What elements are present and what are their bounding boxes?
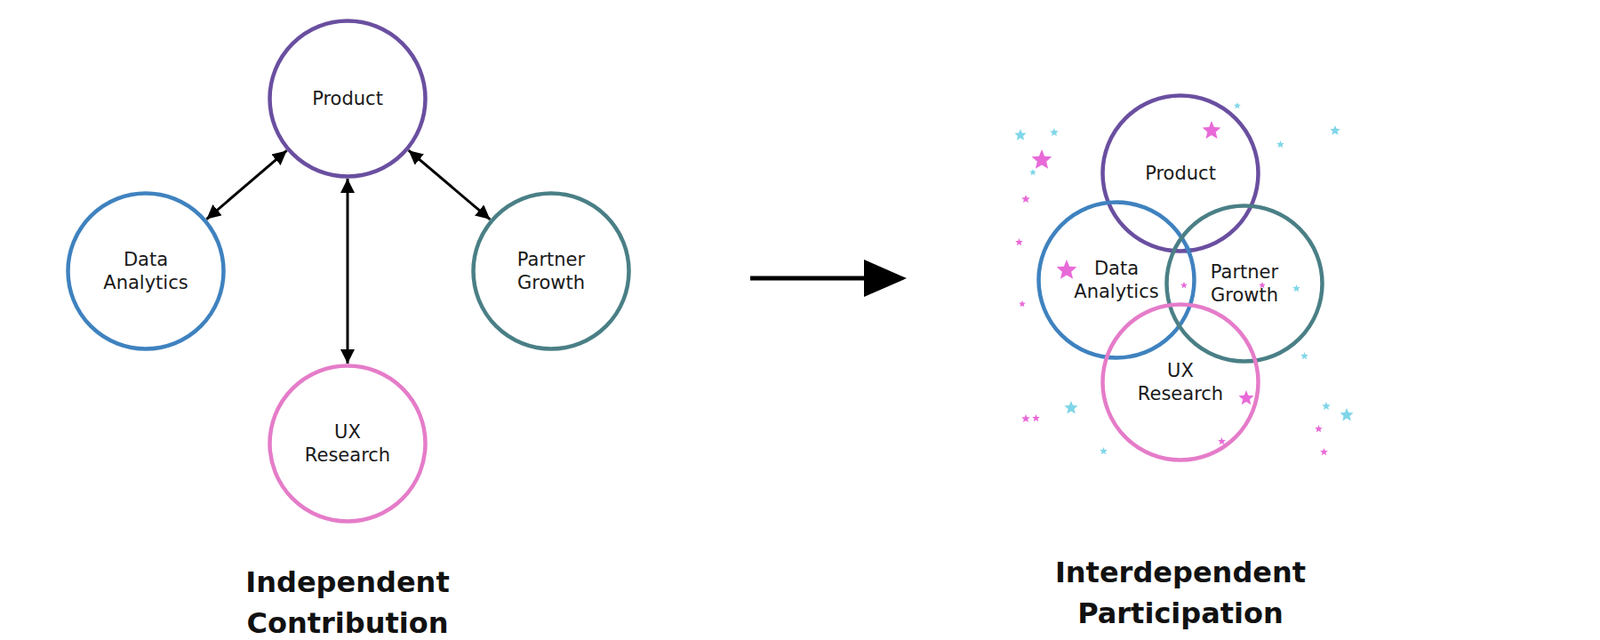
star-decoration xyxy=(1015,238,1024,246)
circle-node: UX Research xyxy=(1100,302,1261,463)
star-decoration xyxy=(1056,259,1078,280)
node-text-wrap: Product xyxy=(1100,93,1261,254)
node-label: Partner Growth xyxy=(497,248,605,295)
star-decoration xyxy=(1339,408,1353,421)
star-decoration xyxy=(1018,300,1026,307)
star-decoration xyxy=(1276,140,1285,148)
double-arrow-connector xyxy=(206,150,287,219)
circle-node: Product xyxy=(1100,93,1261,254)
star-decoration xyxy=(1032,414,1040,422)
star-decoration xyxy=(1329,125,1340,136)
circle-border xyxy=(1039,202,1195,359)
star-decoration xyxy=(1202,120,1222,139)
star-decoration xyxy=(1238,390,1254,405)
node-label: Product xyxy=(294,87,401,111)
circle-node: Partner Growth xyxy=(471,191,632,352)
star-decoration xyxy=(1029,168,1037,176)
node-label: Partner Growth xyxy=(1191,260,1298,307)
circle-outline xyxy=(471,191,632,352)
circle-outline xyxy=(65,191,226,352)
node-label: Data Analytics xyxy=(1063,256,1170,304)
star-decoration xyxy=(1049,128,1059,136)
arrow-shaft xyxy=(750,276,870,281)
star-decoration xyxy=(1064,400,1078,414)
node-text-wrap: UX Research xyxy=(267,363,428,524)
circle-outline xyxy=(1100,302,1261,463)
star-decoration xyxy=(1320,448,1328,456)
star-decoration xyxy=(1314,424,1323,432)
circle-border xyxy=(473,193,630,350)
star-decoration xyxy=(1292,284,1301,292)
arrow-head xyxy=(864,259,907,297)
circle-node: Data Analytics xyxy=(65,191,226,352)
node-text-wrap: Product xyxy=(267,18,428,179)
circle-outline xyxy=(267,363,428,524)
star-decoration xyxy=(1014,128,1026,141)
node-text-wrap: UX Research xyxy=(1100,302,1261,463)
star-decoration xyxy=(1321,401,1331,410)
circle-border xyxy=(270,21,426,177)
star-decoration xyxy=(1032,149,1053,169)
transition-arrow xyxy=(750,259,907,297)
star-decoration xyxy=(1099,447,1108,455)
circle-border xyxy=(1103,96,1259,252)
star-decoration xyxy=(1021,194,1031,203)
node-label: UX Research xyxy=(294,420,401,467)
star-decoration xyxy=(1021,414,1031,423)
section-heading: Interdependent Participation xyxy=(1020,552,1341,634)
node-label: Product xyxy=(1127,161,1234,185)
star-decoration xyxy=(1180,281,1188,288)
sparkle-stars xyxy=(1014,102,1353,456)
star-decoration xyxy=(1233,102,1241,109)
node-text-wrap: Partner Growth xyxy=(471,191,632,352)
circle-border xyxy=(68,193,224,350)
section-heading: Independent Contribution xyxy=(187,561,508,640)
node-label: Data Analytics xyxy=(92,248,200,295)
double-arrow-connector xyxy=(408,150,491,220)
double-arrow-connector xyxy=(346,178,350,364)
star-decoration xyxy=(1300,352,1309,360)
circle-node: UX Research xyxy=(267,363,428,524)
circle-border xyxy=(1103,304,1259,461)
circle-border xyxy=(270,366,426,522)
star-decoration xyxy=(1217,437,1226,445)
node-text-wrap: Data Analytics xyxy=(65,191,226,352)
circle-node: Product xyxy=(267,18,428,179)
node-label: UX Research xyxy=(1127,359,1234,406)
